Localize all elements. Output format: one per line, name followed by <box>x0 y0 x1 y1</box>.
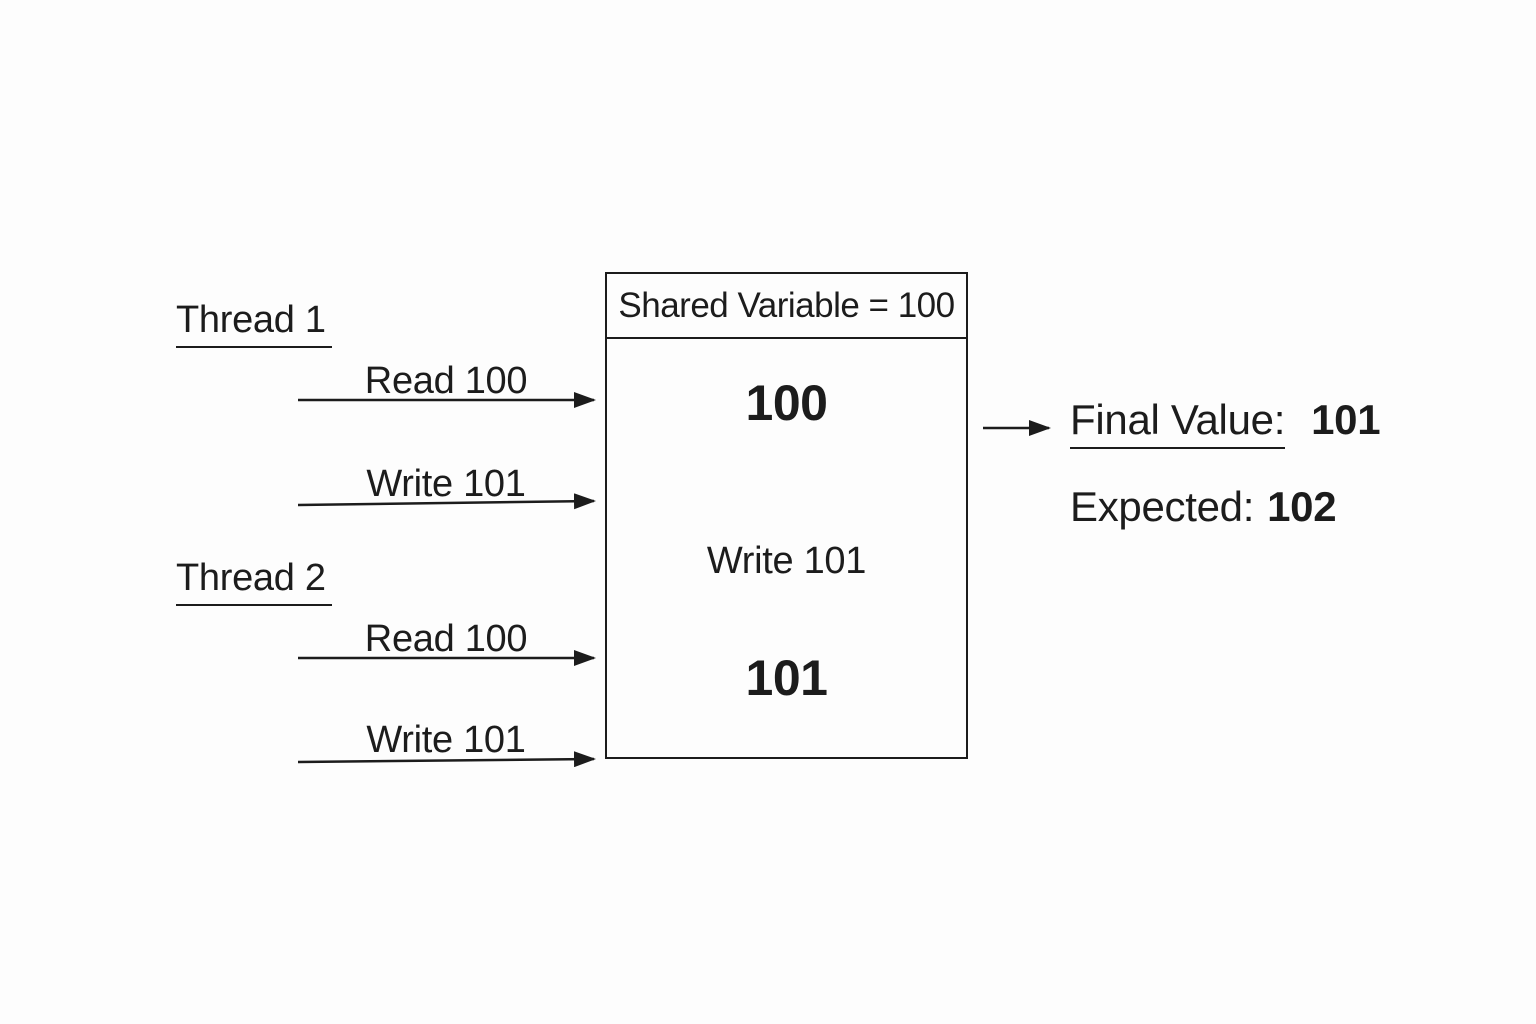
shared-variable-box: Shared Variable = 100 100 Write 101 101 <box>605 272 968 759</box>
initial-value: 100 <box>745 375 828 431</box>
thread-1-read-label: Read 100 <box>364 360 528 402</box>
final-value-number: 101 <box>1311 396 1381 443</box>
final-value-row: Final Value: 101 <box>1070 396 1381 449</box>
thread-2-label: Thread 2 <box>176 559 332 606</box>
shared-variable-header: Shared Variable = 100 <box>607 274 966 339</box>
expected-value-row: Expected: 102 <box>1070 483 1337 530</box>
thread-2-read-label: Read 100 <box>364 618 528 660</box>
final-value-label: Final Value: <box>1070 399 1285 449</box>
write-operation: Write 101 <box>706 540 867 582</box>
thread-2-write-label: Write 101 <box>366 719 526 761</box>
expected-label: Expected: <box>1070 483 1255 530</box>
result-value: 101 <box>745 650 828 706</box>
thread-1-label: Thread 1 <box>176 301 332 348</box>
thread-1-write-label: Write 101 <box>366 463 526 505</box>
expected-number: 102 <box>1267 483 1337 530</box>
